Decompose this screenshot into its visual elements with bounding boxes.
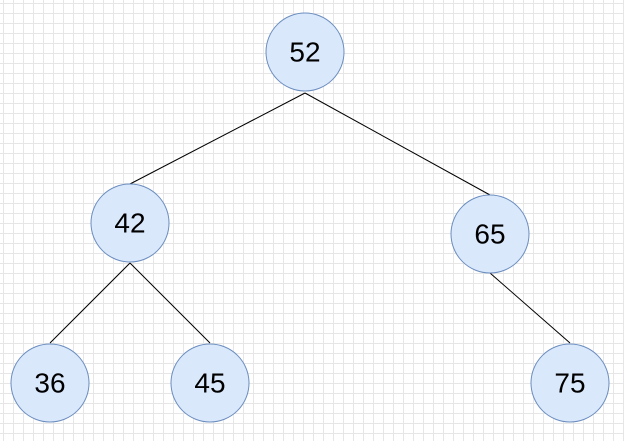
- node-circle: [90, 183, 170, 263]
- tree-node-36: 36: [10, 343, 90, 423]
- node-label: 75: [554, 368, 585, 399]
- node-label: 42: [114, 208, 145, 239]
- node-label: 65: [474, 219, 505, 250]
- node-label: 45: [194, 368, 225, 399]
- node-circle: [265, 12, 345, 92]
- node-circle: [450, 194, 530, 274]
- edge-n65-n75: [489, 272, 571, 344]
- tree-node-52: 52: [265, 12, 345, 92]
- tree-node-42: 42: [90, 183, 170, 263]
- edge-n52-n42: [129, 92, 306, 185]
- edges-layer: [49, 92, 571, 344]
- tree-node-75: 75: [530, 343, 610, 423]
- edge-n42-n45: [129, 262, 211, 344]
- node-label: 36: [34, 368, 65, 399]
- nodes-layer: 52 42 65 36 45 75: [10, 12, 610, 423]
- node-circle: [10, 343, 90, 423]
- tree-node-45: 45: [170, 343, 250, 423]
- node-circle: [530, 343, 610, 423]
- edge-n52-n65: [304, 92, 491, 196]
- node-circle: [170, 343, 250, 423]
- tree-node-65: 65: [450, 194, 530, 274]
- edge-n42-n36: [49, 262, 131, 344]
- node-label: 52: [289, 37, 320, 68]
